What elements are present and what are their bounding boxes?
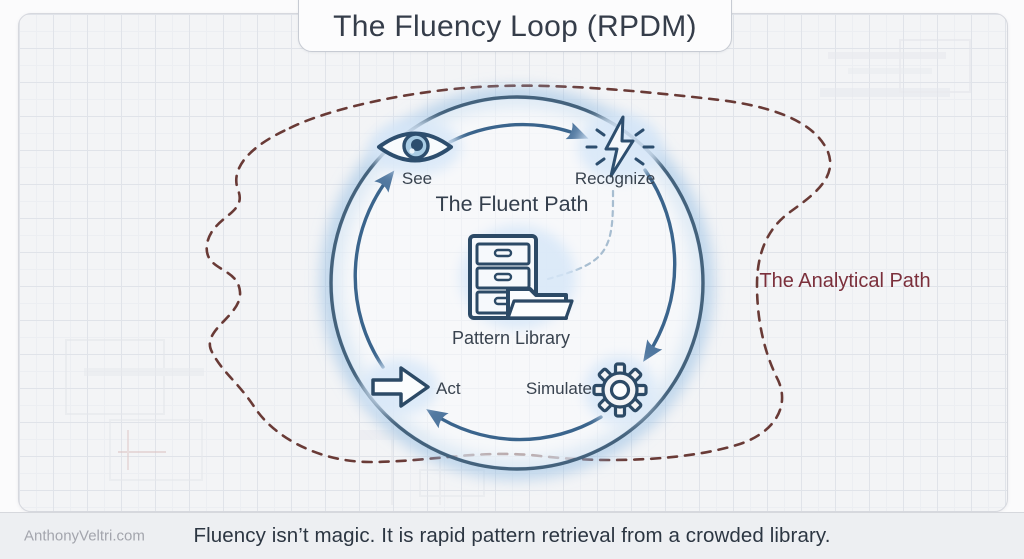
eye-icon [377, 131, 453, 163]
block-arrow-icon [371, 366, 430, 408]
footer-quote: Fluency isn’t magic. It is rapid pattern… [193, 524, 831, 547]
filing-cabinet-folder-icon [468, 234, 574, 320]
footer-strip: AnthonyVeltri.com Fluency isn’t magic. I… [0, 512, 1024, 559]
arrow-simulate-to-act [426, 409, 603, 442]
gear-icon [592, 362, 648, 418]
arrow-recognize-to-simulate [643, 168, 677, 362]
title-box: The Fluency Loop (RPDM) [298, 0, 732, 52]
arrow-see-to-recognize [448, 122, 589, 144]
fluent-loop-circle [329, 95, 705, 471]
pattern-library-label: Pattern Library [452, 328, 570, 348]
watermark: AnthonyVeltri.com [24, 527, 145, 545]
analytical-path-outline [205, 84, 832, 464]
act-label: Act [436, 379, 461, 398]
recognize-library-connector [546, 189, 615, 281]
fluent-path-label: The Fluent Path [436, 192, 589, 216]
lightning-icon [585, 115, 655, 178]
analytical-path-label: The Analytical Path [759, 270, 930, 292]
see-label: See [402, 169, 432, 188]
arrow-act-to-see [353, 170, 395, 369]
recognize-label: Recognize [575, 169, 655, 188]
loop-arrows [353, 122, 677, 442]
simulate-label: Simulate [526, 379, 592, 398]
page-title: The Fluency Loop (RPDM) [333, 10, 697, 43]
